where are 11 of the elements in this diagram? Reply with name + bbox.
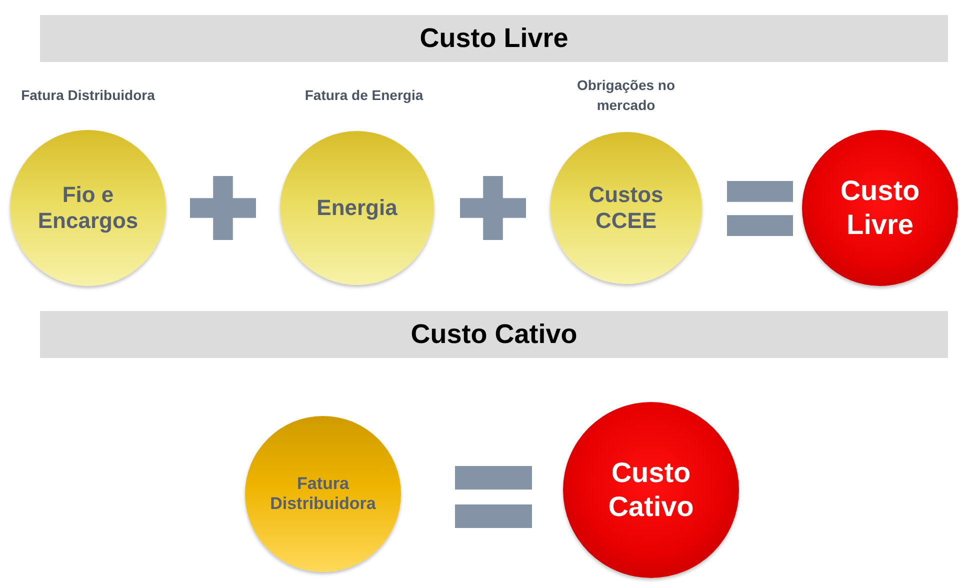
circle-label: Fatura Distribuidora xyxy=(269,474,377,514)
circle-label: Custo Livre xyxy=(839,174,921,242)
title-band: Custo Cativo xyxy=(40,311,948,358)
source-caption: Obrigações no mercado xyxy=(576,76,676,115)
source-caption: Fatura de Energia xyxy=(304,86,424,105)
title-band: Custo Livre xyxy=(40,15,948,62)
source-caption: Fatura Distribuidora xyxy=(20,86,156,105)
circle-label: Custo Cativo xyxy=(607,456,695,524)
circle-label: Custos CCEE xyxy=(588,182,664,234)
circle-label: Fio e Encargos xyxy=(36,182,140,234)
circle-label: Energia xyxy=(316,194,398,222)
